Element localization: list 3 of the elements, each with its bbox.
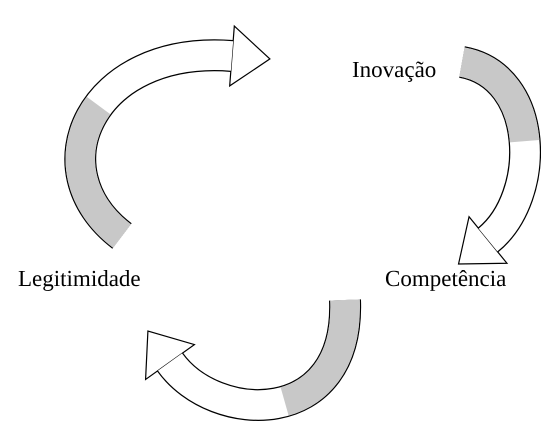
node-label: Inovação: [352, 56, 436, 84]
node-label: Legitimidade: [18, 265, 141, 293]
node-label: Competência: [385, 265, 506, 293]
